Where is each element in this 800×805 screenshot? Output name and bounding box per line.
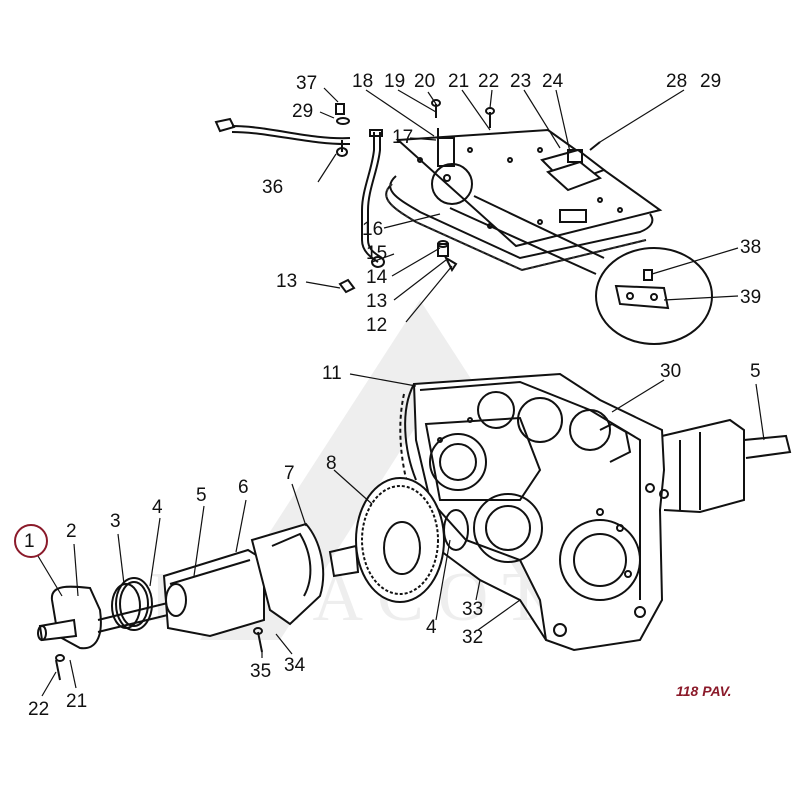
- callout-15[interactable]: 15: [366, 243, 388, 264]
- callout-4-housing[interactable]: 4: [426, 617, 437, 638]
- drive-gear: [355, 477, 469, 603]
- highlight-ring: [14, 524, 48, 558]
- callout-11[interactable]: 11: [322, 363, 342, 384]
- callout-17[interactable]: 17: [392, 127, 414, 148]
- throttle-lever: [214, 103, 351, 157]
- callout-23[interactable]: 23: [510, 71, 532, 92]
- leader-lines: [37, 87, 765, 697]
- callout-13-left[interactable]: 13: [276, 271, 298, 292]
- callout-20[interactable]: 20: [414, 71, 436, 92]
- callout-5-shaft[interactable]: 5: [196, 485, 207, 506]
- top-cover-plate: [385, 99, 663, 272]
- callout-2[interactable]: 2: [66, 521, 77, 542]
- callout-5-output[interactable]: 5: [750, 361, 761, 382]
- input-shaft-assembly: [37, 522, 360, 681]
- callout-7[interactable]: 7: [284, 463, 295, 484]
- callout-28[interactable]: 28: [666, 71, 688, 92]
- transmission-housing: [399, 372, 792, 652]
- callout-38[interactable]: 38: [740, 237, 762, 258]
- callout-16[interactable]: 16: [362, 219, 384, 240]
- callout-8[interactable]: 8: [326, 453, 337, 474]
- callout-30[interactable]: 30: [660, 361, 682, 382]
- callout-1[interactable]: 1: [24, 531, 35, 552]
- callout-21-top[interactable]: 21: [448, 71, 470, 92]
- callout-39[interactable]: 39: [740, 287, 762, 308]
- detail-inset: [449, 195, 713, 345]
- callout-6[interactable]: 6: [238, 477, 249, 498]
- callout-14[interactable]: 14: [366, 267, 388, 288]
- callout-19[interactable]: 19: [384, 71, 406, 92]
- callout-29-lever[interactable]: 29: [292, 101, 314, 122]
- callout-12[interactable]: 12: [366, 315, 388, 336]
- drawing-reference-code: 118 PAV.: [676, 683, 732, 699]
- callout-33[interactable]: 33: [462, 599, 484, 620]
- callout-22-top[interactable]: 22: [478, 71, 500, 92]
- callout-35[interactable]: 35: [250, 661, 272, 682]
- callout-18[interactable]: 18: [352, 71, 374, 92]
- callout-32[interactable]: 32: [462, 627, 484, 648]
- callout-29-top[interactable]: 29: [700, 71, 722, 92]
- callout-4-shaft[interactable]: 4: [152, 497, 163, 518]
- callout-21-bottom[interactable]: 21: [66, 691, 88, 712]
- callout-13-rod[interactable]: 13: [366, 291, 388, 312]
- callout-37[interactable]: 37: [296, 73, 318, 94]
- callout-34[interactable]: 34: [284, 655, 306, 676]
- callout-22-bottom[interactable]: 22: [28, 699, 50, 720]
- linkage-rod: [338, 129, 458, 294]
- callout-36[interactable]: 36: [262, 177, 284, 198]
- callout-3[interactable]: 3: [110, 511, 121, 532]
- callout-24[interactable]: 24: [542, 71, 564, 92]
